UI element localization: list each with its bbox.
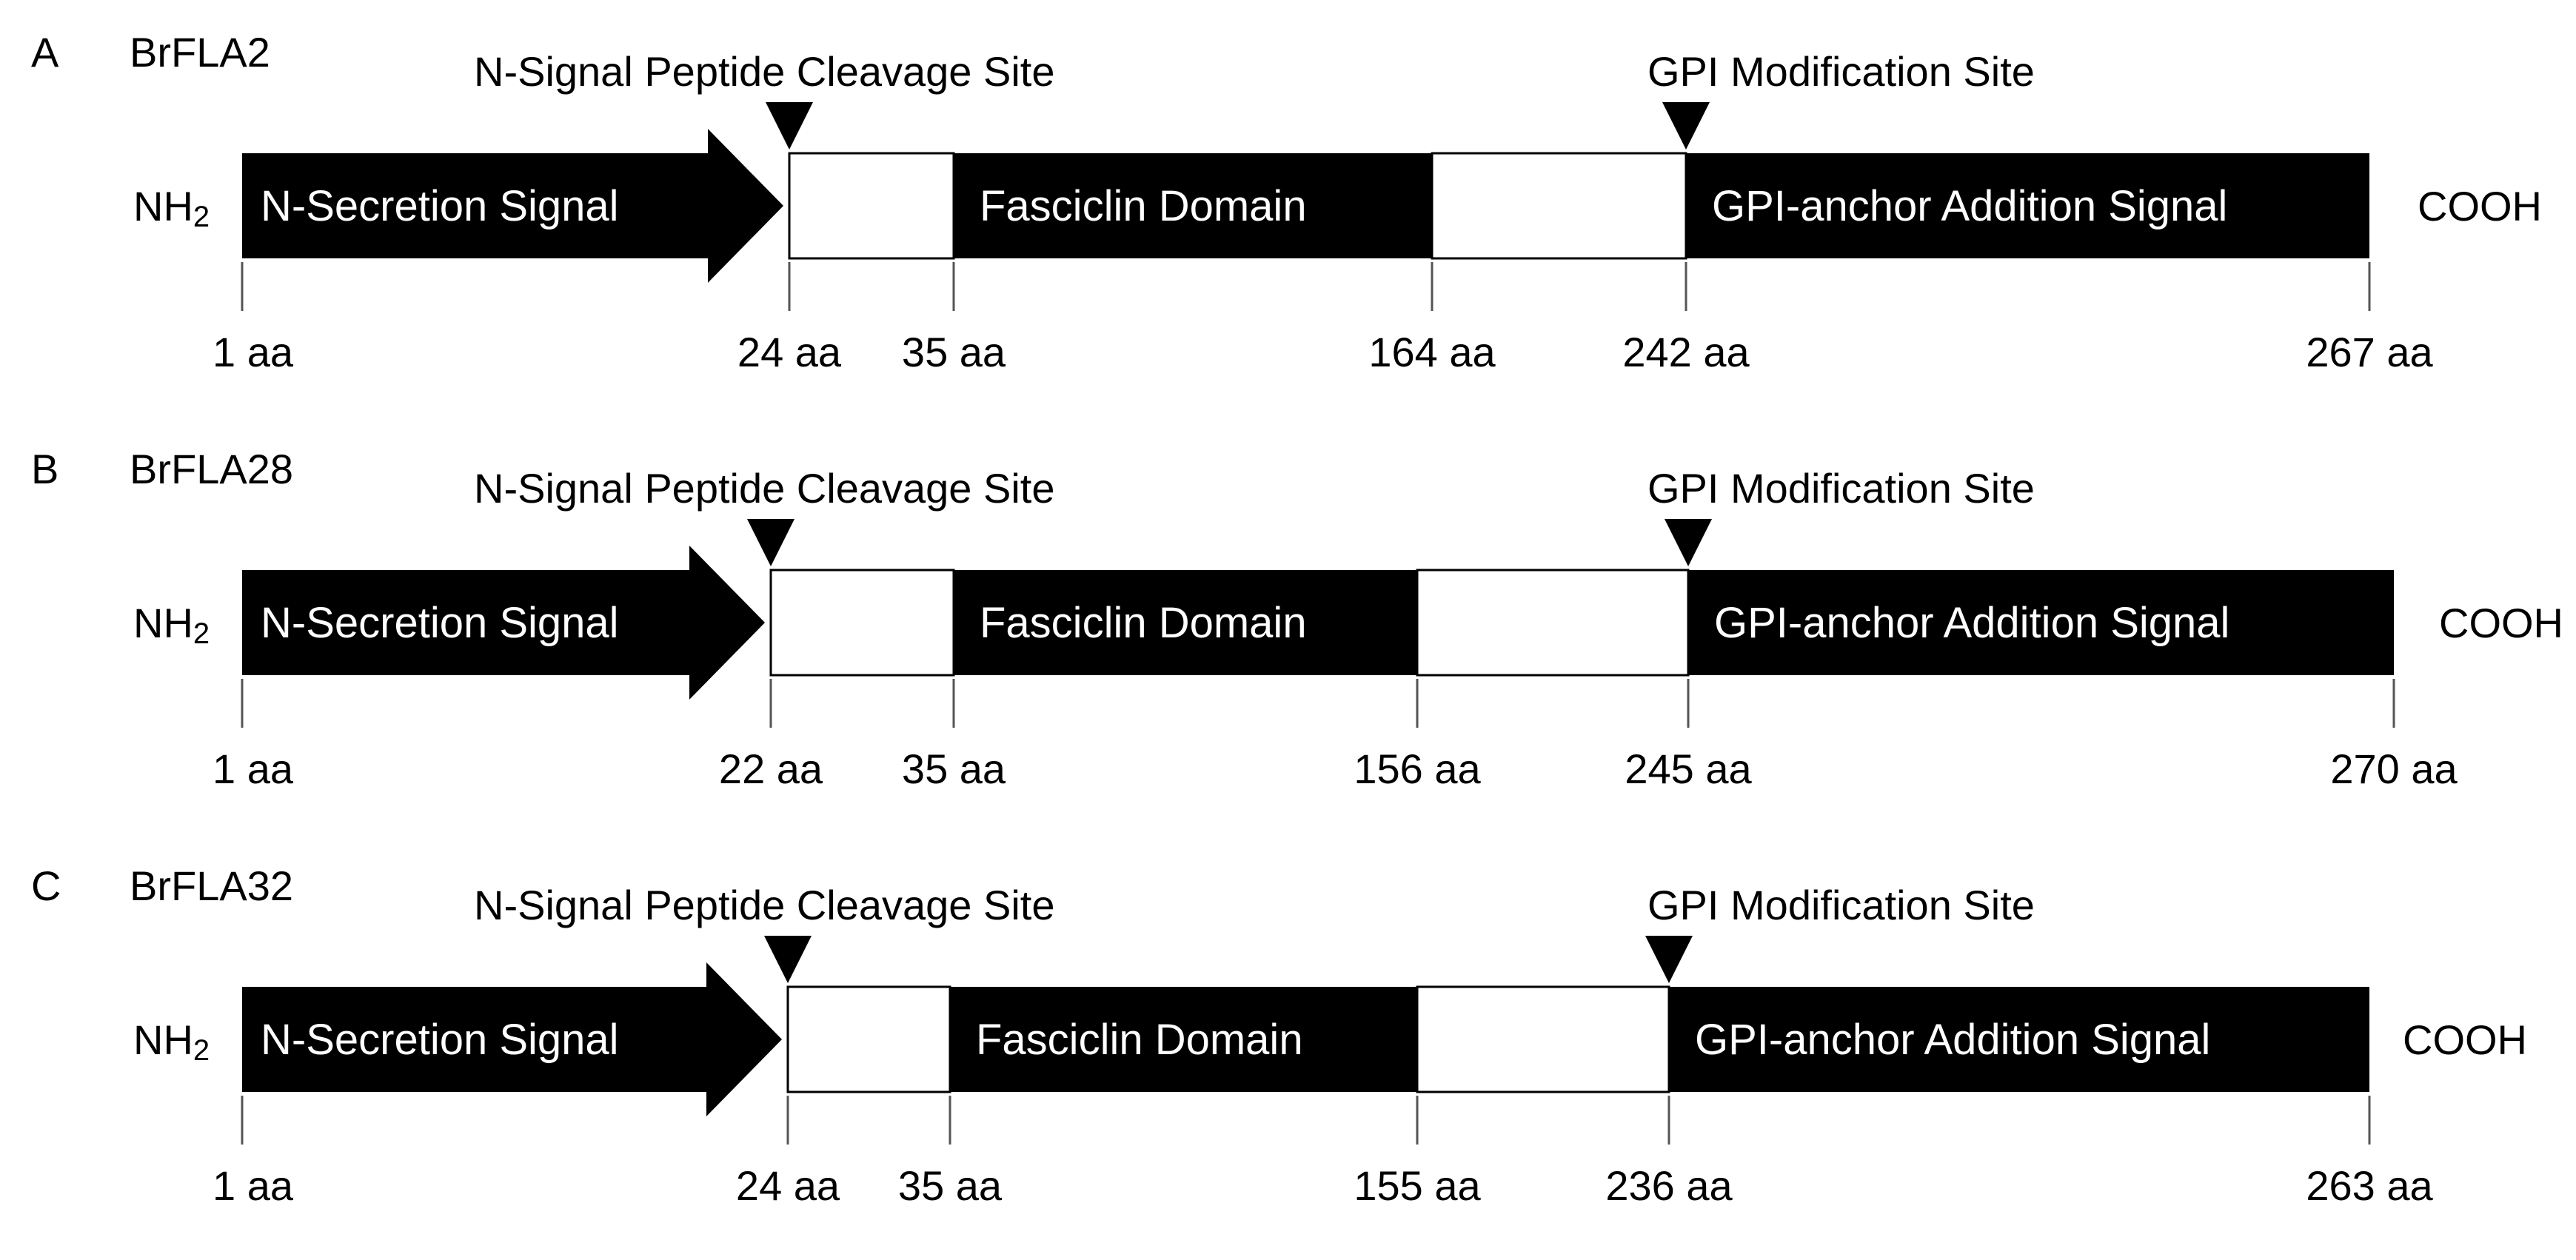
gpi-anchor-block [1688, 570, 2394, 675]
position-label: 164 aa [1368, 329, 1496, 375]
mature-c-segment [1431, 152, 1687, 260]
mature-c-segment [1416, 985, 1670, 1093]
cleavage-site-marker [764, 936, 812, 983]
gpi-site-marker [1645, 936, 1693, 983]
cleavage-site-label: N-Signal Peptide Cleavage Site [474, 465, 1054, 512]
secretion-signal-arrow [242, 546, 765, 700]
fasciclin-domain-label: Fasciclin Domain [976, 1016, 1303, 1064]
cleavage-site-marker [766, 102, 813, 150]
secretion-signal-arrow [242, 129, 783, 283]
gpi-anchor-label: GPI-anchor Addition Signal [1695, 1016, 2210, 1064]
gpi-site-label: GPI Modification Site [1647, 882, 2035, 928]
c-terminus-label: COOH [2418, 183, 2542, 229]
position-label: 1 aa [213, 745, 294, 792]
n-terminus-label: NH2 [133, 600, 210, 650]
protein-name: BrFLA28 [130, 446, 293, 492]
position-label: 24 aa [736, 1162, 840, 1209]
fasciclin-domain-label: Fasciclin Domain [980, 599, 1307, 647]
mature-n-segment [786, 985, 951, 1093]
position-label: 22 aa [719, 745, 823, 792]
fasciclin-domain-block [954, 153, 1432, 258]
n-terminus-subscript: 2 [193, 201, 210, 233]
position-label: 156 aa [1354, 745, 1481, 792]
gpi-anchor-block [1669, 987, 2369, 1092]
position-label: 1 aa [213, 1162, 294, 1209]
c-terminus-label: COOH [2439, 600, 2563, 646]
n-terminus-subscript: 2 [193, 617, 210, 650]
position-label: 35 aa [898, 1162, 1003, 1209]
gpi-anchor-block [1686, 153, 2369, 258]
gpi-site-label: GPI Modification Site [1647, 465, 2035, 512]
gpi-site-marker [1665, 519, 1712, 566]
position-label: 236 aa [1605, 1162, 1733, 1209]
n-terminus-subscript: 2 [193, 1034, 210, 1067]
secretion-signal-label: N-Secretion Signal [261, 182, 619, 230]
secretion-signal-label: N-Secretion Signal [261, 599, 619, 647]
cleavage-site-label: N-Signal Peptide Cleavage Site [474, 882, 1054, 928]
position-label: 263 aa [2306, 1162, 2433, 1209]
fasciclin-domain-label: Fasciclin Domain [980, 182, 1307, 230]
position-label: 270 aa [2330, 745, 2458, 792]
mature-n-segment [769, 569, 955, 677]
protein-name: BrFLA2 [130, 29, 270, 76]
n-terminus-text: NH [133, 183, 193, 229]
gpi-anchor-label: GPI-anchor Addition Signal [1714, 599, 2229, 647]
n-terminus-label: NH2 [133, 183, 210, 233]
cleavage-site-label: N-Signal Peptide Cleavage Site [474, 48, 1054, 95]
panel-letter: A [31, 29, 59, 76]
position-label: 267 aa [2306, 329, 2433, 375]
secretion-signal-arrow [242, 962, 782, 1116]
fasciclin-domain-block [950, 987, 1417, 1092]
panel-letter: B [31, 446, 58, 492]
position-label: 35 aa [902, 745, 1006, 792]
mature-c-segment [1416, 569, 1690, 677]
protein-name: BrFLA32 [130, 862, 293, 909]
n-terminus-text: NH [133, 1016, 193, 1063]
position-label: 242 aa [1622, 329, 1750, 375]
gpi-anchor-label: GPI-anchor Addition Signal [1712, 182, 2227, 230]
n-terminus-text: NH [133, 600, 193, 646]
gpi-site-label: GPI Modification Site [1647, 48, 2035, 95]
position-label: 24 aa [737, 329, 842, 375]
cleavage-site-marker [747, 519, 794, 566]
n-terminus-label: NH2 [133, 1016, 210, 1067]
panel-letter: C [31, 862, 61, 909]
c-terminus-label: COOH [2403, 1016, 2527, 1063]
position-label: 245 aa [1625, 745, 1752, 792]
secretion-signal-label: N-Secretion Signal [261, 1016, 619, 1064]
position-label: 155 aa [1354, 1162, 1481, 1209]
gpi-site-marker [1662, 102, 1710, 150]
position-label: 1 aa [213, 329, 294, 375]
position-label: 35 aa [902, 329, 1006, 375]
fasciclin-domain-block [954, 570, 1417, 675]
mature-n-segment [788, 152, 955, 260]
